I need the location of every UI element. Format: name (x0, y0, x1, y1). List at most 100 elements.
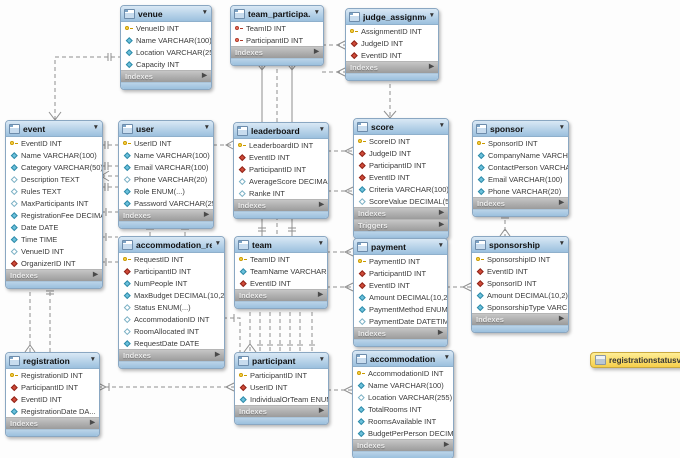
column-row[interactable]: Location VARCHAR(25... (121, 46, 211, 58)
column-row[interactable]: Location VARCHAR(255) (353, 391, 453, 403)
column-row[interactable]: VenueID INT (6, 245, 102, 257)
table-header-judge_assignments[interactable]: judge_assignme...▼ (346, 9, 438, 25)
column-row[interactable]: MaxParticipants INT (6, 197, 102, 209)
column-row[interactable]: EventID INT (6, 137, 102, 149)
table-header-team[interactable]: team▼ (235, 237, 327, 253)
column-row[interactable]: UserID INT (119, 137, 213, 149)
column-row[interactable]: CompanyName VARCHAR(10... (473, 149, 568, 161)
collapse-arrow-icon[interactable]: ▼ (201, 9, 208, 17)
column-row[interactable]: Description TEXT (6, 173, 102, 185)
table-section-indexes[interactable]: Indexes▶ (472, 313, 568, 325)
column-row[interactable]: PaymentMethod ENUM(...) (354, 303, 447, 315)
column-row[interactable]: AverageScore DECIMAL(5,... (234, 175, 328, 187)
column-row[interactable]: Password VARCHAR(255) (119, 197, 213, 209)
relationship-line[interactable] (97, 382, 108, 392)
expand-arrow-icon[interactable]: ▶ (215, 351, 220, 359)
column-row[interactable]: Phone VARCHAR(20) (119, 173, 213, 185)
relationship-line[interactable] (343, 186, 354, 196)
column-row[interactable]: Amount DECIMAL(10,2) (354, 291, 447, 303)
column-row[interactable]: AccommodationID INT (119, 313, 224, 325)
column-row[interactable]: MaxBudget DECIMAL(10,2) (119, 289, 224, 301)
column-row[interactable]: Category VARCHAR(50) (6, 161, 102, 173)
expand-arrow-icon[interactable]: ▶ (319, 201, 324, 209)
column-row[interactable]: Phone VARCHAR(20) (473, 185, 568, 197)
expand-arrow-icon[interactable]: ▶ (559, 199, 564, 207)
column-row[interactable]: RequestDate DATE (119, 337, 224, 349)
table-section-indexes[interactable]: Indexes▶ (346, 61, 438, 73)
table-section-indexes[interactable]: Indexes▶ (119, 209, 213, 221)
column-row[interactable]: ParticipantID INT (6, 381, 99, 393)
column-row[interactable]: TeamID INT (235, 253, 327, 265)
column-row[interactable]: EventID INT (235, 277, 327, 289)
relationship-line[interactable] (343, 247, 354, 257)
column-row[interactable]: RequestID INT (119, 253, 224, 265)
column-row[interactable]: ScoreID INT (354, 135, 448, 147)
relationship-line[interactable] (54, 56, 120, 120)
table-header-team_participates[interactable]: team_participa...▼ (231, 6, 323, 22)
expand-arrow-icon[interactable]: ▶ (439, 209, 444, 217)
table-section-indexes[interactable]: Indexes▶ (231, 46, 323, 58)
column-row[interactable]: RoomsAvailable INT (353, 415, 453, 427)
relationship-line[interactable] (499, 228, 511, 237)
column-row[interactable]: EventID INT (354, 279, 447, 291)
collapse-arrow-icon[interactable]: ▼ (558, 124, 565, 132)
collapse-arrow-icon[interactable]: ▼ (317, 240, 324, 248)
column-row[interactable]: UserID INT (235, 381, 328, 393)
expand-arrow-icon[interactable]: ▶ (439, 221, 444, 229)
expand-arrow-icon[interactable]: ▶ (314, 48, 319, 56)
table-header-participant[interactable]: participant▼ (235, 353, 328, 369)
column-row[interactable]: ParticipantID INT (354, 159, 448, 171)
column-row[interactable]: PaymentID INT (354, 255, 447, 267)
expand-arrow-icon[interactable]: ▶ (204, 211, 209, 219)
expand-arrow-icon[interactable]: ▶ (559, 315, 564, 323)
column-row[interactable]: NumPeople INT (119, 277, 224, 289)
column-row[interactable]: RoomAllocated INT (119, 325, 224, 337)
column-row[interactable]: Amount DECIMAL(10,2) (472, 289, 568, 301)
collapse-arrow-icon[interactable]: ▼ (443, 354, 450, 362)
column-row[interactable]: ParticipantID INT (354, 267, 447, 279)
column-row[interactable]: EventID INT (6, 393, 99, 405)
column-row[interactable]: PaymentDate DATETIME (354, 315, 447, 327)
column-row[interactable]: BudgetPerPerson DECIMAL(10... (353, 427, 453, 439)
collapse-arrow-icon[interactable]: ▼ (318, 356, 325, 364)
relationship-line[interactable] (343, 282, 354, 292)
column-row[interactable]: RegistrationID INT (6, 369, 99, 381)
table-header-sponsorship[interactable]: sponsorship▼ (472, 237, 568, 253)
table-section-indexes[interactable]: Indexes▶ (354, 207, 448, 219)
column-row[interactable]: Role ENUM(...) (119, 185, 213, 197)
table-section-indexes[interactable]: Indexes▶ (121, 70, 211, 82)
relationship-line[interactable] (342, 385, 353, 395)
table-section-indexes[interactable]: Indexes▶ (119, 349, 224, 361)
collapse-arrow-icon[interactable]: ▼ (92, 124, 99, 132)
table-header-event[interactable]: event▼ (6, 121, 102, 137)
column-row[interactable]: SponsorID INT (473, 137, 568, 149)
column-row[interactable]: JudgeID INT (346, 37, 438, 49)
collapse-arrow-icon[interactable]: ▼ (318, 126, 325, 134)
collapse-arrow-icon[interactable]: ▼ (313, 9, 320, 17)
table-header-venue[interactable]: venue▼ (121, 6, 211, 22)
column-row[interactable]: ContactPerson VARCHAR(100) (473, 161, 568, 173)
column-row[interactable]: OrganizerID INT (6, 257, 102, 269)
table-header-leaderboard[interactable]: leaderboard▼ (234, 123, 328, 139)
column-row[interactable]: SponsorID INT (472, 277, 568, 289)
column-row[interactable]: EventID INT (234, 151, 328, 163)
table-section-indexes[interactable]: Indexes▶ (354, 327, 447, 339)
column-row[interactable]: TeamID INT (231, 22, 323, 34)
expand-arrow-icon[interactable]: ▶ (93, 271, 98, 279)
table-header-accommodation[interactable]: accommodation▼ (353, 351, 453, 367)
expand-arrow-icon[interactable]: ▶ (90, 419, 95, 427)
expand-arrow-icon[interactable]: ▶ (438, 329, 443, 337)
relationship-line[interactable] (224, 140, 234, 150)
relationship-line[interactable] (335, 40, 346, 50)
column-row[interactable]: JudgeID INT (354, 147, 448, 159)
column-row[interactable]: Name VARCHAR(100) (353, 379, 453, 391)
expand-arrow-icon[interactable]: ▶ (319, 407, 324, 415)
collapse-arrow-icon[interactable]: ▼ (89, 356, 96, 364)
relationship-line[interactable] (243, 343, 257, 353)
